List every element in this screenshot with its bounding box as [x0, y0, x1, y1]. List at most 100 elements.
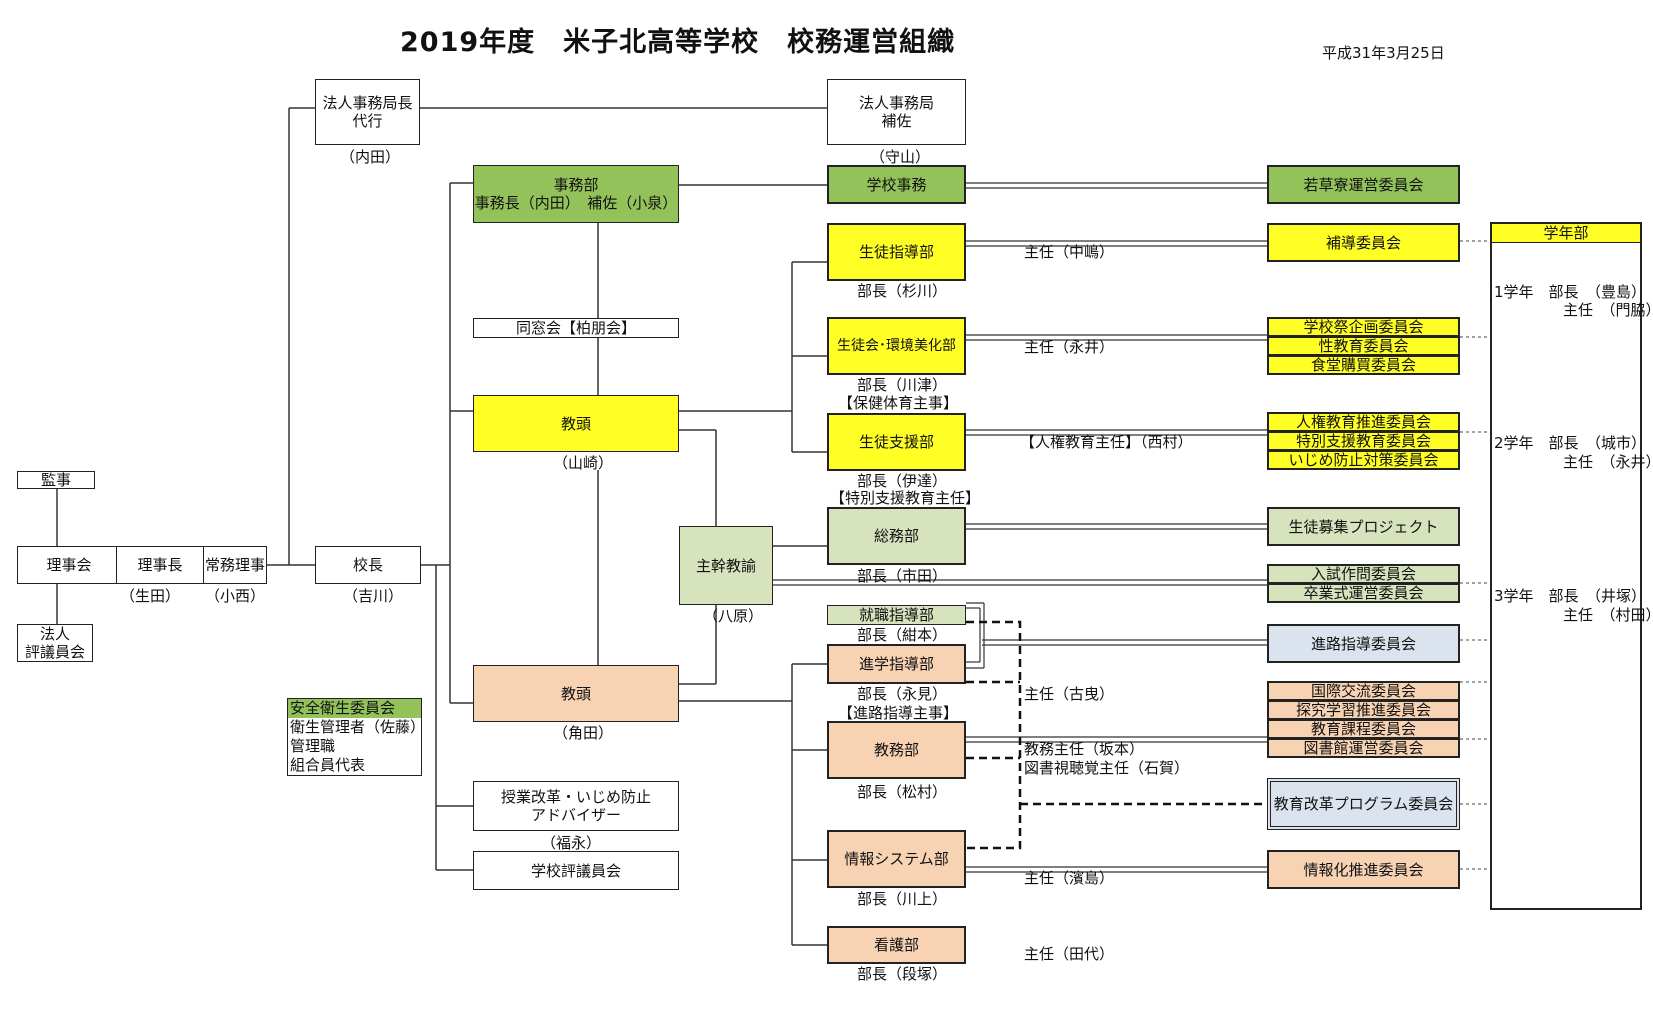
shinro-label: 進路指導委員会	[1310, 634, 1416, 653]
committee-item: 学校祭企画委員会	[1267, 317, 1460, 337]
date-label: 平成31年3月25日	[1322, 44, 1445, 62]
somu-title: 総務部	[873, 527, 919, 545]
box-somu: 総務部	[827, 507, 966, 565]
committee-item: 国際交流委員会	[1267, 681, 1460, 701]
rijicho-name: （生田）	[120, 587, 181, 605]
corp-chief-label: 法人事務局長 代行	[322, 94, 413, 130]
seitokai-chief: 主任（永井）	[1024, 338, 1115, 356]
shukan-name: （八原）	[703, 607, 764, 625]
corp-office-name: （守山）	[870, 148, 931, 166]
committee-group-3: 入試作問委員会 卒業式運営委員会	[1267, 564, 1460, 603]
box-jimu: 事務部 事務長（内田） 補佐（小泉）	[473, 165, 679, 223]
box-corp-office: 法人事務局 補佐	[827, 79, 966, 145]
hyogiin-label: 法人 評議員会	[24, 625, 85, 661]
kanji-label: 監事	[40, 471, 71, 489]
kyomu-title: 教務部	[873, 741, 919, 759]
jomu-label: 常務理事	[204, 556, 265, 574]
corp-chief-name: （内田）	[340, 148, 401, 166]
joho-chief: 主任（濱島）	[1024, 869, 1115, 887]
box-hyogiin: 法人 評議員会	[17, 624, 93, 662]
rijicho-label: 理事長	[137, 556, 183, 574]
committee-item: 特別支援教育委員会	[1267, 431, 1460, 451]
safety-line-3: 組合員代表	[290, 756, 366, 774]
safety-committee: 安全衛生委員会 衛生管理者（佐藤） 管理職 組合員代表	[287, 698, 426, 776]
safety-line-1: 衛生管理者（佐藤）	[290, 718, 426, 736]
committee-item: 性教育委員会	[1267, 336, 1460, 356]
seito-shien-chief: 【人権教育主任】（西村）	[1020, 433, 1193, 451]
box-johoka: 情報化推進委員会	[1267, 850, 1460, 889]
rijikai-label: 理事会	[46, 556, 92, 574]
somu-head: 部長（市田）	[857, 567, 948, 585]
seito-shido-chief: 主任（中嶋）	[1024, 243, 1115, 261]
wakakusa-label: 若草寮運営委員会	[1303, 175, 1424, 194]
kyoto2-name: （角田）	[553, 724, 614, 742]
joho-head: 部長（川上）	[857, 890, 948, 908]
boshu-label: 生徒募集プロジェクト	[1288, 517, 1439, 536]
committee-item: 人権教育推進委員会	[1267, 412, 1460, 432]
shushoku-head: 部長（紺本）	[857, 626, 948, 644]
shingaku-title: 進学指導部	[858, 655, 934, 673]
box-shushoku: 就職指導部	[827, 605, 966, 625]
kyomu-head: 部長（松村）	[857, 783, 948, 801]
committee-group-2: 人権教育推進委員会 特別支援教育委員会 いじめ防止対策委員会	[1267, 412, 1460, 470]
jimu-sub: 事務長（内田） 補佐（小泉）	[474, 194, 678, 212]
box-boshu: 生徒募集プロジェクト	[1267, 507, 1460, 546]
shingaku-note: 【進路指導主事】	[838, 704, 959, 722]
seitokai-title: 生徒会･環境美化部	[837, 338, 956, 354]
committee-item: 教育課程委員会	[1267, 719, 1460, 739]
kango-title: 看護部	[873, 936, 919, 954]
box-shukan: 主幹教諭	[679, 526, 773, 605]
hyogi-label: 学校評議員会	[530, 861, 621, 880]
box-kango: 看護部	[827, 926, 966, 964]
box-jomu: 常務理事	[203, 546, 267, 584]
box-joho: 情報システム部	[827, 830, 966, 888]
kyomu-chief2: 図書視聴覚主任（石賀）	[1024, 759, 1190, 777]
box-seitokai: 生徒会･環境美化部	[827, 317, 966, 375]
joho-title: 情報システム部	[844, 850, 949, 868]
kyoto2-title: 教頭	[560, 684, 591, 703]
safety-line-2: 管理職	[290, 737, 336, 755]
committee-group-4: 国際交流委員会 探究学習推進委員会 教育課程委員会 図書館運営委員会	[1267, 681, 1460, 758]
box-hodo: 補導委員会	[1267, 223, 1460, 262]
kango-head: 部長（段塚）	[857, 965, 948, 983]
seito-shien-note: 【特別支援教育主任】	[830, 489, 981, 507]
grade-1-head: 1学年 部長 （豊島）	[1494, 283, 1647, 301]
box-seito-shido: 生徒指導部	[827, 223, 966, 281]
shingaku-head: 部長（永見）	[857, 685, 948, 703]
box-wakakusa: 若草寮運営委員会	[1267, 165, 1460, 204]
box-kocho: 校長	[315, 546, 421, 584]
dosokai-label: 同窓会【柏朋会】	[515, 319, 636, 337]
committee-item: いじめ防止対策委員会	[1267, 450, 1460, 470]
kocho-label: 校長	[352, 556, 383, 574]
grade-1-chief: 主任 （門脇）	[1563, 301, 1653, 319]
box-kaikaku: 教育改革プログラム委員会	[1267, 778, 1460, 830]
jimu-title: 事務部	[553, 176, 599, 194]
box-kyoto2: 教頭	[473, 665, 679, 722]
box-rijikai: 理事会	[17, 546, 121, 584]
box-kanji: 監事	[17, 471, 95, 489]
grade-head: 学年部	[1492, 224, 1640, 243]
safety-head: 安全衛生委員会	[288, 699, 421, 718]
grade-3-head: 3学年 部長 （井塚）	[1494, 587, 1647, 605]
seito-shido-head: 部長（杉川）	[857, 282, 948, 300]
box-hyogi: 学校評議員会	[473, 851, 679, 890]
shingaku-chief: 主任（古曳）	[1024, 685, 1115, 703]
advisor-title: 授業改革・いじめ防止 アドバイザー	[500, 788, 651, 824]
kyoto1-title: 教頭	[560, 414, 591, 433]
seito-shien-head: 部長（伊達）	[857, 472, 948, 490]
kyoto1-name: （山崎）	[553, 454, 614, 472]
seito-shien-title: 生徒支援部	[858, 433, 934, 451]
committee-item: 入試作問委員会	[1267, 564, 1460, 584]
grade-2-head: 2学年 部長 （城市）	[1494, 434, 1647, 452]
committee-group-1: 学校祭企画委員会 性教育委員会 食堂購買委員会	[1267, 317, 1460, 375]
corp-office-label: 法人事務局 補佐	[858, 94, 934, 130]
box-gakko-jimu: 学校事務	[827, 165, 966, 204]
committee-item: 卒業式運営委員会	[1267, 583, 1460, 603]
jomu-name: （小西）	[205, 587, 266, 605]
committee-item: 探究学習推進委員会	[1267, 700, 1460, 720]
box-rijicho: 理事長	[116, 546, 204, 584]
grade-2-chief: 主任 （永井）	[1563, 453, 1653, 471]
kaikaku-label: 教育改革プログラム委員会	[1273, 795, 1454, 813]
committee-item: 食堂購買委員会	[1267, 355, 1460, 375]
